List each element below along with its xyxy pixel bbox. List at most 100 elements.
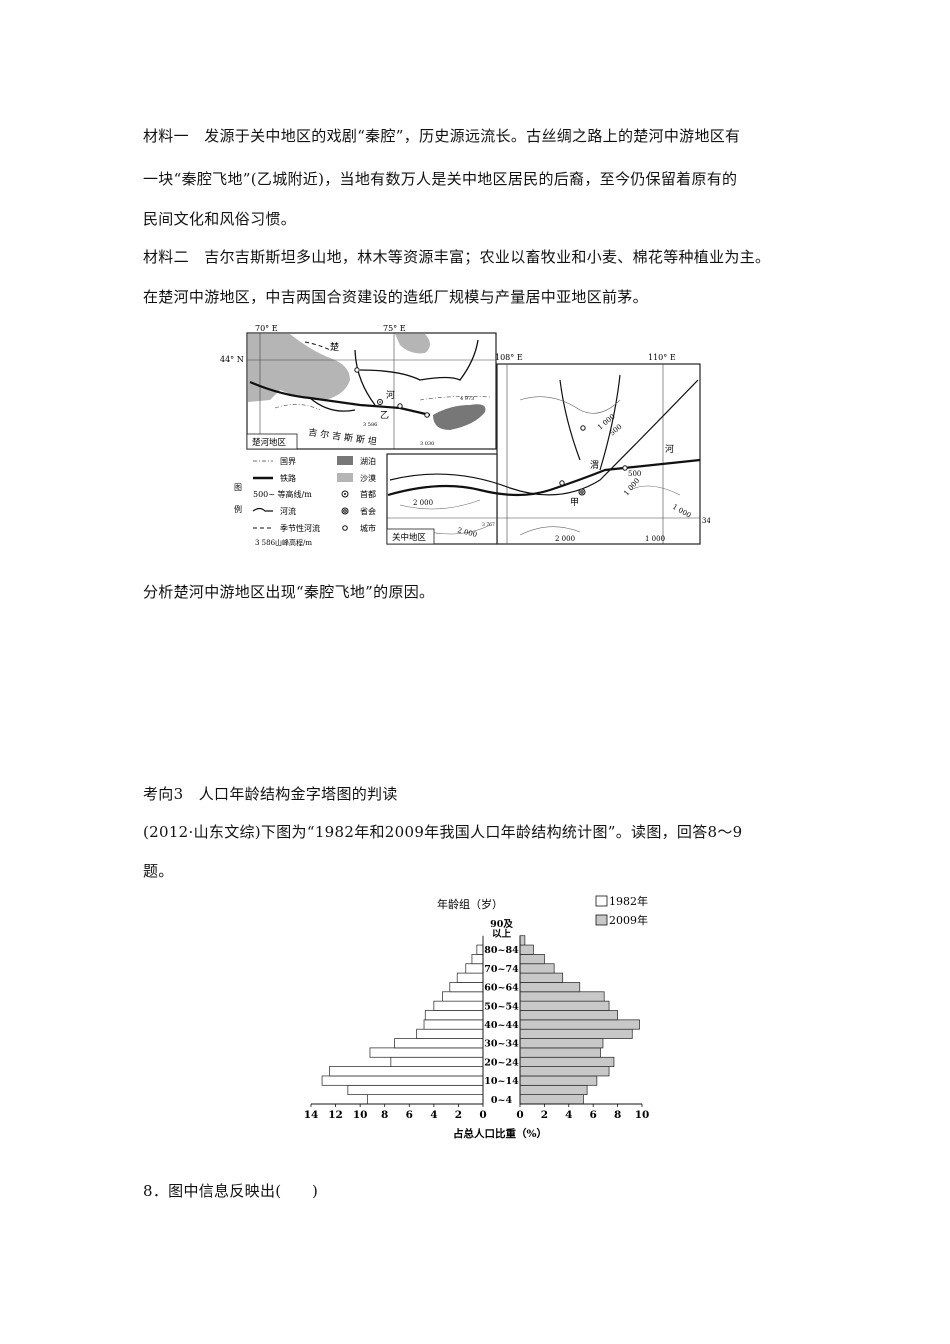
bar-1982-65~69 [456, 972, 484, 983]
bar-1982-15~19 [329, 1066, 484, 1077]
peak-label: 3 767 [482, 522, 495, 528]
chu-lat-44: 44° N [220, 355, 244, 364]
x-tick-label: 4 [430, 1109, 437, 1121]
legend-label-2009: 2009年 [609, 913, 648, 927]
bar-1982-75~79 [471, 954, 484, 965]
bar-1982-80~84 [476, 944, 484, 955]
x-tick-label: 0 [516, 1109, 523, 1121]
wei-river-label: 渭 [590, 460, 599, 471]
legend-item: 沙漠 [360, 473, 376, 483]
bar-2009-15~19 [519, 1066, 610, 1077]
contour-label: 500 [628, 470, 641, 478]
x-tick-label: 10 [353, 1109, 368, 1121]
x-tick-label: 12 [328, 1109, 343, 1121]
legend-title: 例 [234, 504, 242, 514]
legend-item: 河流 [280, 506, 296, 516]
x-tick-label: 10 [635, 1109, 650, 1121]
bar-2009-40~44 [519, 1019, 640, 1030]
gz-map-title: 关中地区 [392, 532, 427, 543]
legend-title: 图 [234, 483, 242, 492]
category-label: 60~64 [484, 983, 519, 994]
city-jia-label: 甲 [570, 497, 579, 508]
x-tick-label: 2 [455, 1109, 462, 1121]
city-yi-label: 乙 [380, 410, 389, 421]
chu-lon-70: 70° E [255, 324, 278, 333]
map-figure: 70° E 75° E 44° N 楚 河 乙 吉尔吉斯斯坦 4 973 3 5… [220, 324, 710, 547]
x-tick-label: 8 [381, 1109, 388, 1121]
legend-swatch-2009 [595, 914, 608, 926]
map-legend: 图 例 国界 铁路 500~ 等高线/m 河流 季节性河流 3 586山峰高程/… [234, 456, 376, 547]
category-label: 80~84 [484, 945, 519, 956]
category-label: 90及以上 [490, 919, 513, 940]
question-text: 分析楚河中游地区出现“秦腔飞地”的原因。 [143, 583, 435, 601]
section-heading: 考向3 人口年龄结构金字塔图的判读 [143, 785, 398, 803]
legend-item: 铁路 [280, 473, 296, 483]
bar-2009-55~59 [519, 991, 605, 1002]
x-tick-label: 2 [541, 1109, 548, 1121]
bar-2009-30~34 [519, 1038, 604, 1049]
bar-2009-65~69 [519, 972, 564, 983]
peak-label: 3 586 [363, 422, 377, 428]
intro-line2: 题。 [143, 862, 174, 880]
contour-label: 2 000 [555, 535, 575, 543]
material2-line2: 在楚河中游地区，中吉两国合资建设的造纸厂规模与产量居中亚地区前茅。 [143, 288, 648, 306]
bar-1982-20~24 [390, 1056, 484, 1067]
material1-line1: 材料一 发源于关中地区的戏剧“秦腔”，历史源远流长。古丝绸之路上的楚河中游地区有 [143, 127, 741, 145]
bar-2009-35~39 [519, 1028, 633, 1039]
lake [433, 404, 486, 430]
category-label: 40~44 [484, 1020, 519, 1031]
category-label: 50~54 [484, 1001, 519, 1012]
bar-1982-10~14 [321, 1075, 484, 1086]
bar-2009-60~64 [519, 982, 581, 993]
wei-river-label: 河 [665, 443, 674, 455]
bar-2009-75~79 [519, 954, 545, 965]
x-tick-label: 14 [304, 1109, 319, 1121]
category-label: 30~34 [484, 1039, 519, 1050]
category-label: 10~14 [484, 1076, 519, 1087]
x-tick-label: 6 [590, 1109, 597, 1121]
bar-2009-20~24 [519, 1056, 615, 1067]
category-label: 70~74 [484, 964, 519, 975]
chart-title: 年龄组（岁） [437, 897, 503, 911]
peak-label: 3 030 [420, 441, 434, 447]
x-tick-label: 4 [565, 1109, 572, 1121]
legend-item: 首都 [360, 489, 376, 499]
legend-item: 国界 [280, 457, 296, 466]
bar-2009-50~54 [519, 1000, 610, 1011]
bar-1982-50~54 [433, 1000, 484, 1011]
desert-area [395, 334, 430, 354]
material2-line1: 材料二 吉尔吉斯斯坦多山地，林木等资源丰富；农业以畜牧业和小麦、棉花等种植业为主… [143, 248, 771, 266]
chu-river-map: 70° E 75° E 44° N 楚 河 乙 吉尔吉斯斯坦 4 973 3 5… [220, 324, 497, 450]
x-tick-label: 8 [614, 1109, 621, 1121]
bar-2009-80~84 [519, 944, 534, 955]
category-label: 0~4 [491, 1095, 513, 1106]
legend-item: 3 586山峰高程/m [255, 538, 312, 547]
gz-lon-108: 108° E [495, 353, 523, 362]
chu-river-label: 楚 [330, 341, 339, 353]
chu-map-title: 楚河地区 [252, 437, 287, 448]
contour-label: 1 000 [645, 535, 665, 543]
gz-lat-34: 34° N [702, 517, 710, 525]
legend-item: 城市 [360, 523, 376, 533]
bar-2009-5~9 [519, 1084, 588, 1096]
bar-1982-25~29 [369, 1047, 484, 1058]
bar-1982-40~44 [423, 1019, 484, 1030]
bar-1982-30~34 [394, 1038, 484, 1049]
bar-1982-45~49 [424, 1010, 484, 1021]
population-pyramid-chart: 年龄组（岁） 1982年 2009年 0~4 10~14 20~24 30~34 40~… [304, 894, 650, 1140]
bar-1982-60~64 [449, 982, 484, 993]
contour-label: 2 000 [413, 499, 433, 507]
material1-line3: 民间文化和风俗习惯。 [143, 210, 297, 228]
guanzhong-map: 108° E 110° E 34° N 渭 河 甲 1 000 500 500 … [386, 353, 710, 545]
bar-2009-70~74 [519, 963, 555, 974]
bar-1982-35~39 [416, 1028, 484, 1039]
chu-river-label: 河 [386, 389, 395, 401]
bar-2009-45~49 [519, 1010, 618, 1021]
x-tick-label: 0 [479, 1109, 486, 1121]
intro-line1: (2012·山东文综)下图为“1982年和2009年我国人口年龄结构统计图”。读… [143, 823, 743, 841]
bar-1982-55~59 [442, 991, 484, 1002]
legend-item: 省会 [360, 506, 376, 516]
category-label: 20~24 [484, 1057, 519, 1068]
chart-legend: 1982年 2009年 [595, 894, 648, 927]
chu-lon-75: 75° E [383, 324, 406, 333]
